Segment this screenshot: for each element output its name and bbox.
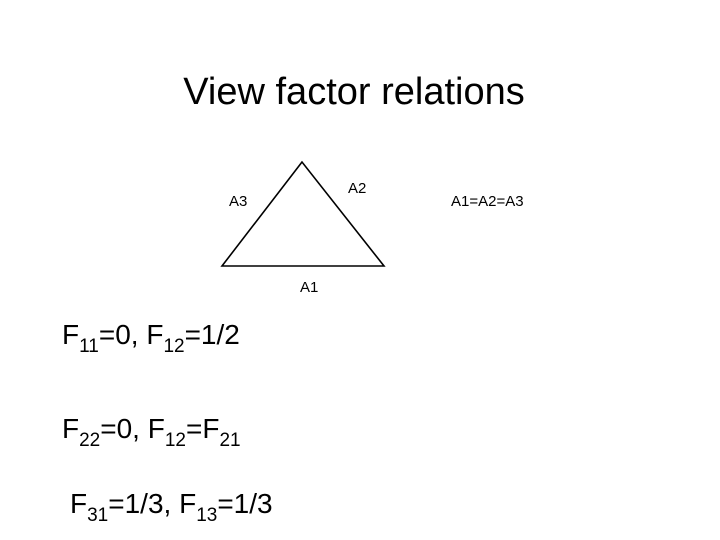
equation-subscript: 22: [79, 430, 101, 451]
equation-text: =1/3: [217, 488, 273, 519]
equation-text: =1/2: [184, 319, 240, 350]
equation-subscript: 12: [163, 336, 185, 357]
triangle-shape: [220, 160, 386, 267]
label-a2: A2: [348, 180, 367, 197]
equation-subscript: 13: [196, 505, 218, 526]
equation-text: =1/3, F: [108, 488, 197, 519]
equation-text: =F: [185, 413, 220, 444]
equation-line-3: F31=1/3, F13=1/3: [70, 487, 273, 525]
equation-subscript: 31: [87, 505, 109, 526]
equation-subscript: 21: [219, 430, 241, 451]
equation-line-1: F11=0, F12=1/2: [62, 318, 240, 356]
slide-title: View factor relations: [183, 71, 525, 113]
equation-line-2: F22=0, F12=F21: [62, 412, 241, 450]
equation-text: =0, F: [100, 413, 165, 444]
equation-text: F: [62, 319, 80, 350]
equation-text: =0, F: [98, 319, 164, 350]
equation-subscript: 12: [164, 430, 186, 451]
label-a3: A3: [229, 193, 248, 210]
label-a1: A1: [300, 279, 319, 296]
equation-subscript: 11: [79, 336, 99, 357]
area-equality-note: A1=A2=A3: [451, 193, 524, 210]
equation-text: F: [62, 413, 80, 444]
equation-text: F: [70, 488, 88, 519]
